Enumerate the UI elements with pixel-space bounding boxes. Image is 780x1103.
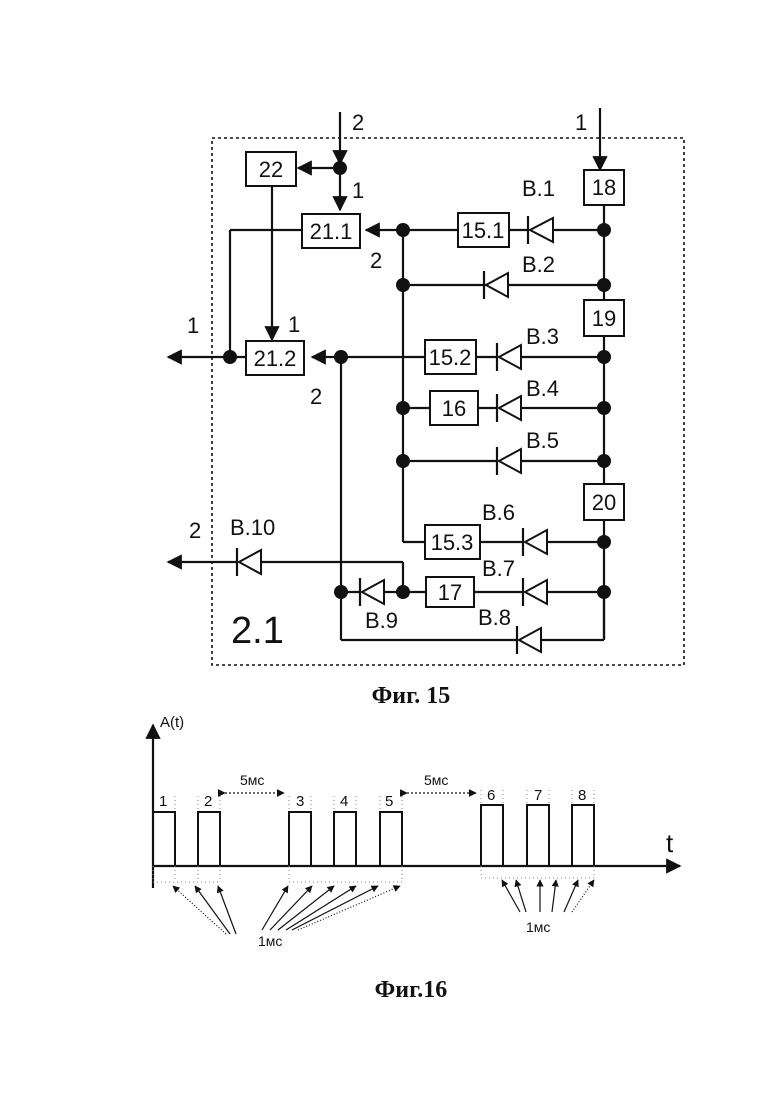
pulse-3 bbox=[289, 812, 311, 866]
svg-text:15.3: 15.3 bbox=[431, 530, 474, 555]
svg-text:15.1: 15.1 bbox=[462, 218, 505, 243]
pulse-label-1: 1 bbox=[159, 793, 167, 810]
port-label-input-2: 2 bbox=[352, 110, 364, 135]
block-21-2: 21.2 bbox=[246, 341, 304, 375]
block-15-3: 15.3 bbox=[425, 525, 480, 559]
diode-label-b1: B.1 bbox=[522, 176, 555, 201]
block-17: 17 bbox=[426, 577, 474, 607]
block-15-2: 15.2 bbox=[425, 340, 476, 374]
diode-b8 bbox=[517, 626, 541, 654]
diode-label-b3: B.3 bbox=[526, 324, 559, 349]
diode-b6 bbox=[523, 528, 547, 556]
diode-b9 bbox=[360, 578, 384, 606]
diode-label-b8: B.8 bbox=[478, 605, 511, 630]
pulse-width-label-b: 1мс bbox=[526, 919, 550, 935]
port-label-input-1: 1 bbox=[575, 110, 587, 135]
figure-15-circuit: 22 21.1 21.2 15.1 15.2 16 15.3 17 bbox=[168, 108, 684, 665]
port-label-output-2: 2 bbox=[189, 518, 201, 543]
diode-symbols bbox=[237, 216, 553, 654]
diode-label-b10: B.10 bbox=[230, 515, 275, 540]
diode-b4 bbox=[497, 394, 521, 422]
pulse-label-6: 6 bbox=[487, 787, 495, 804]
pulse-width-pointers-a bbox=[173, 886, 400, 934]
x-axis-label: t bbox=[666, 828, 674, 858]
pulse-label-4: 4 bbox=[340, 793, 348, 810]
pulse-label-7: 7 bbox=[534, 787, 542, 804]
diode-b2 bbox=[484, 271, 508, 299]
port-label-output-1: 1 bbox=[187, 313, 199, 338]
block-19: 19 bbox=[584, 300, 624, 336]
diode-label-b5: B.5 bbox=[526, 428, 559, 453]
pulse-label-3: 3 bbox=[296, 793, 304, 810]
gap-label-1: 5мс bbox=[240, 772, 264, 788]
block-18: 18 bbox=[584, 170, 624, 205]
pulse-width-pointers-b bbox=[502, 880, 594, 912]
diode-label-b6: B.6 bbox=[482, 500, 515, 525]
svg-text:21.2: 21.2 bbox=[254, 346, 297, 371]
block-15-1: 15.1 bbox=[458, 213, 509, 247]
pulse-4 bbox=[334, 812, 356, 866]
svg-text:21.1: 21.1 bbox=[310, 219, 353, 244]
pulse-5 bbox=[380, 812, 402, 866]
pulse-7 bbox=[527, 805, 549, 866]
pulse-8 bbox=[572, 805, 594, 866]
block-20: 20 bbox=[584, 484, 624, 520]
pulse-6 bbox=[481, 805, 503, 866]
svg-text:19: 19 bbox=[592, 306, 616, 331]
figure-16-caption: Фиг.16 bbox=[375, 977, 448, 1003]
diode-label-b4: B.4 bbox=[526, 376, 559, 401]
pulse-label-8: 8 bbox=[578, 787, 586, 804]
pulse-label-5: 5 bbox=[385, 793, 393, 810]
diode-b3 bbox=[497, 343, 521, 371]
block-22: 22 bbox=[246, 152, 296, 186]
pulse-1 bbox=[153, 812, 175, 866]
svg-text:17: 17 bbox=[438, 580, 462, 605]
diode-b7 bbox=[523, 578, 547, 606]
pulse-train bbox=[153, 805, 594, 866]
port-label-21-1-in2: 2 bbox=[370, 248, 382, 273]
unit-label: 2.1 bbox=[231, 610, 284, 652]
diode-b1 bbox=[528, 216, 553, 244]
y-axis-label: A(t) bbox=[160, 714, 184, 731]
diode-label-b9: B.9 bbox=[365, 608, 398, 633]
svg-text:16: 16 bbox=[442, 396, 466, 421]
svg-text:15.2: 15.2 bbox=[429, 345, 472, 370]
diode-b10 bbox=[237, 548, 261, 576]
pulse-label-2: 2 bbox=[204, 793, 212, 810]
diode-b5 bbox=[497, 447, 521, 475]
port-label-21-2-in2: 2 bbox=[310, 384, 322, 409]
gap-label-2: 5мс bbox=[424, 772, 448, 788]
pulse-width-label-a: 1мс bbox=[258, 933, 282, 949]
port-label-21-2-in1: 1 bbox=[288, 312, 300, 337]
diode-label-b2: B.2 bbox=[522, 252, 555, 277]
figure-16-timing: A(t) t bbox=[153, 714, 680, 949]
diode-label-b7: B.7 bbox=[482, 556, 515, 581]
port-label-21-1-in1: 1 bbox=[352, 178, 364, 203]
svg-text:22: 22 bbox=[259, 157, 283, 182]
figure-15-caption: Фиг. 15 bbox=[372, 683, 451, 709]
svg-text:18: 18 bbox=[592, 175, 616, 200]
block-16: 16 bbox=[430, 391, 478, 425]
svg-text:20: 20 bbox=[592, 490, 616, 515]
pulse-2 bbox=[198, 812, 220, 866]
block-21-1: 21.1 bbox=[302, 214, 360, 248]
